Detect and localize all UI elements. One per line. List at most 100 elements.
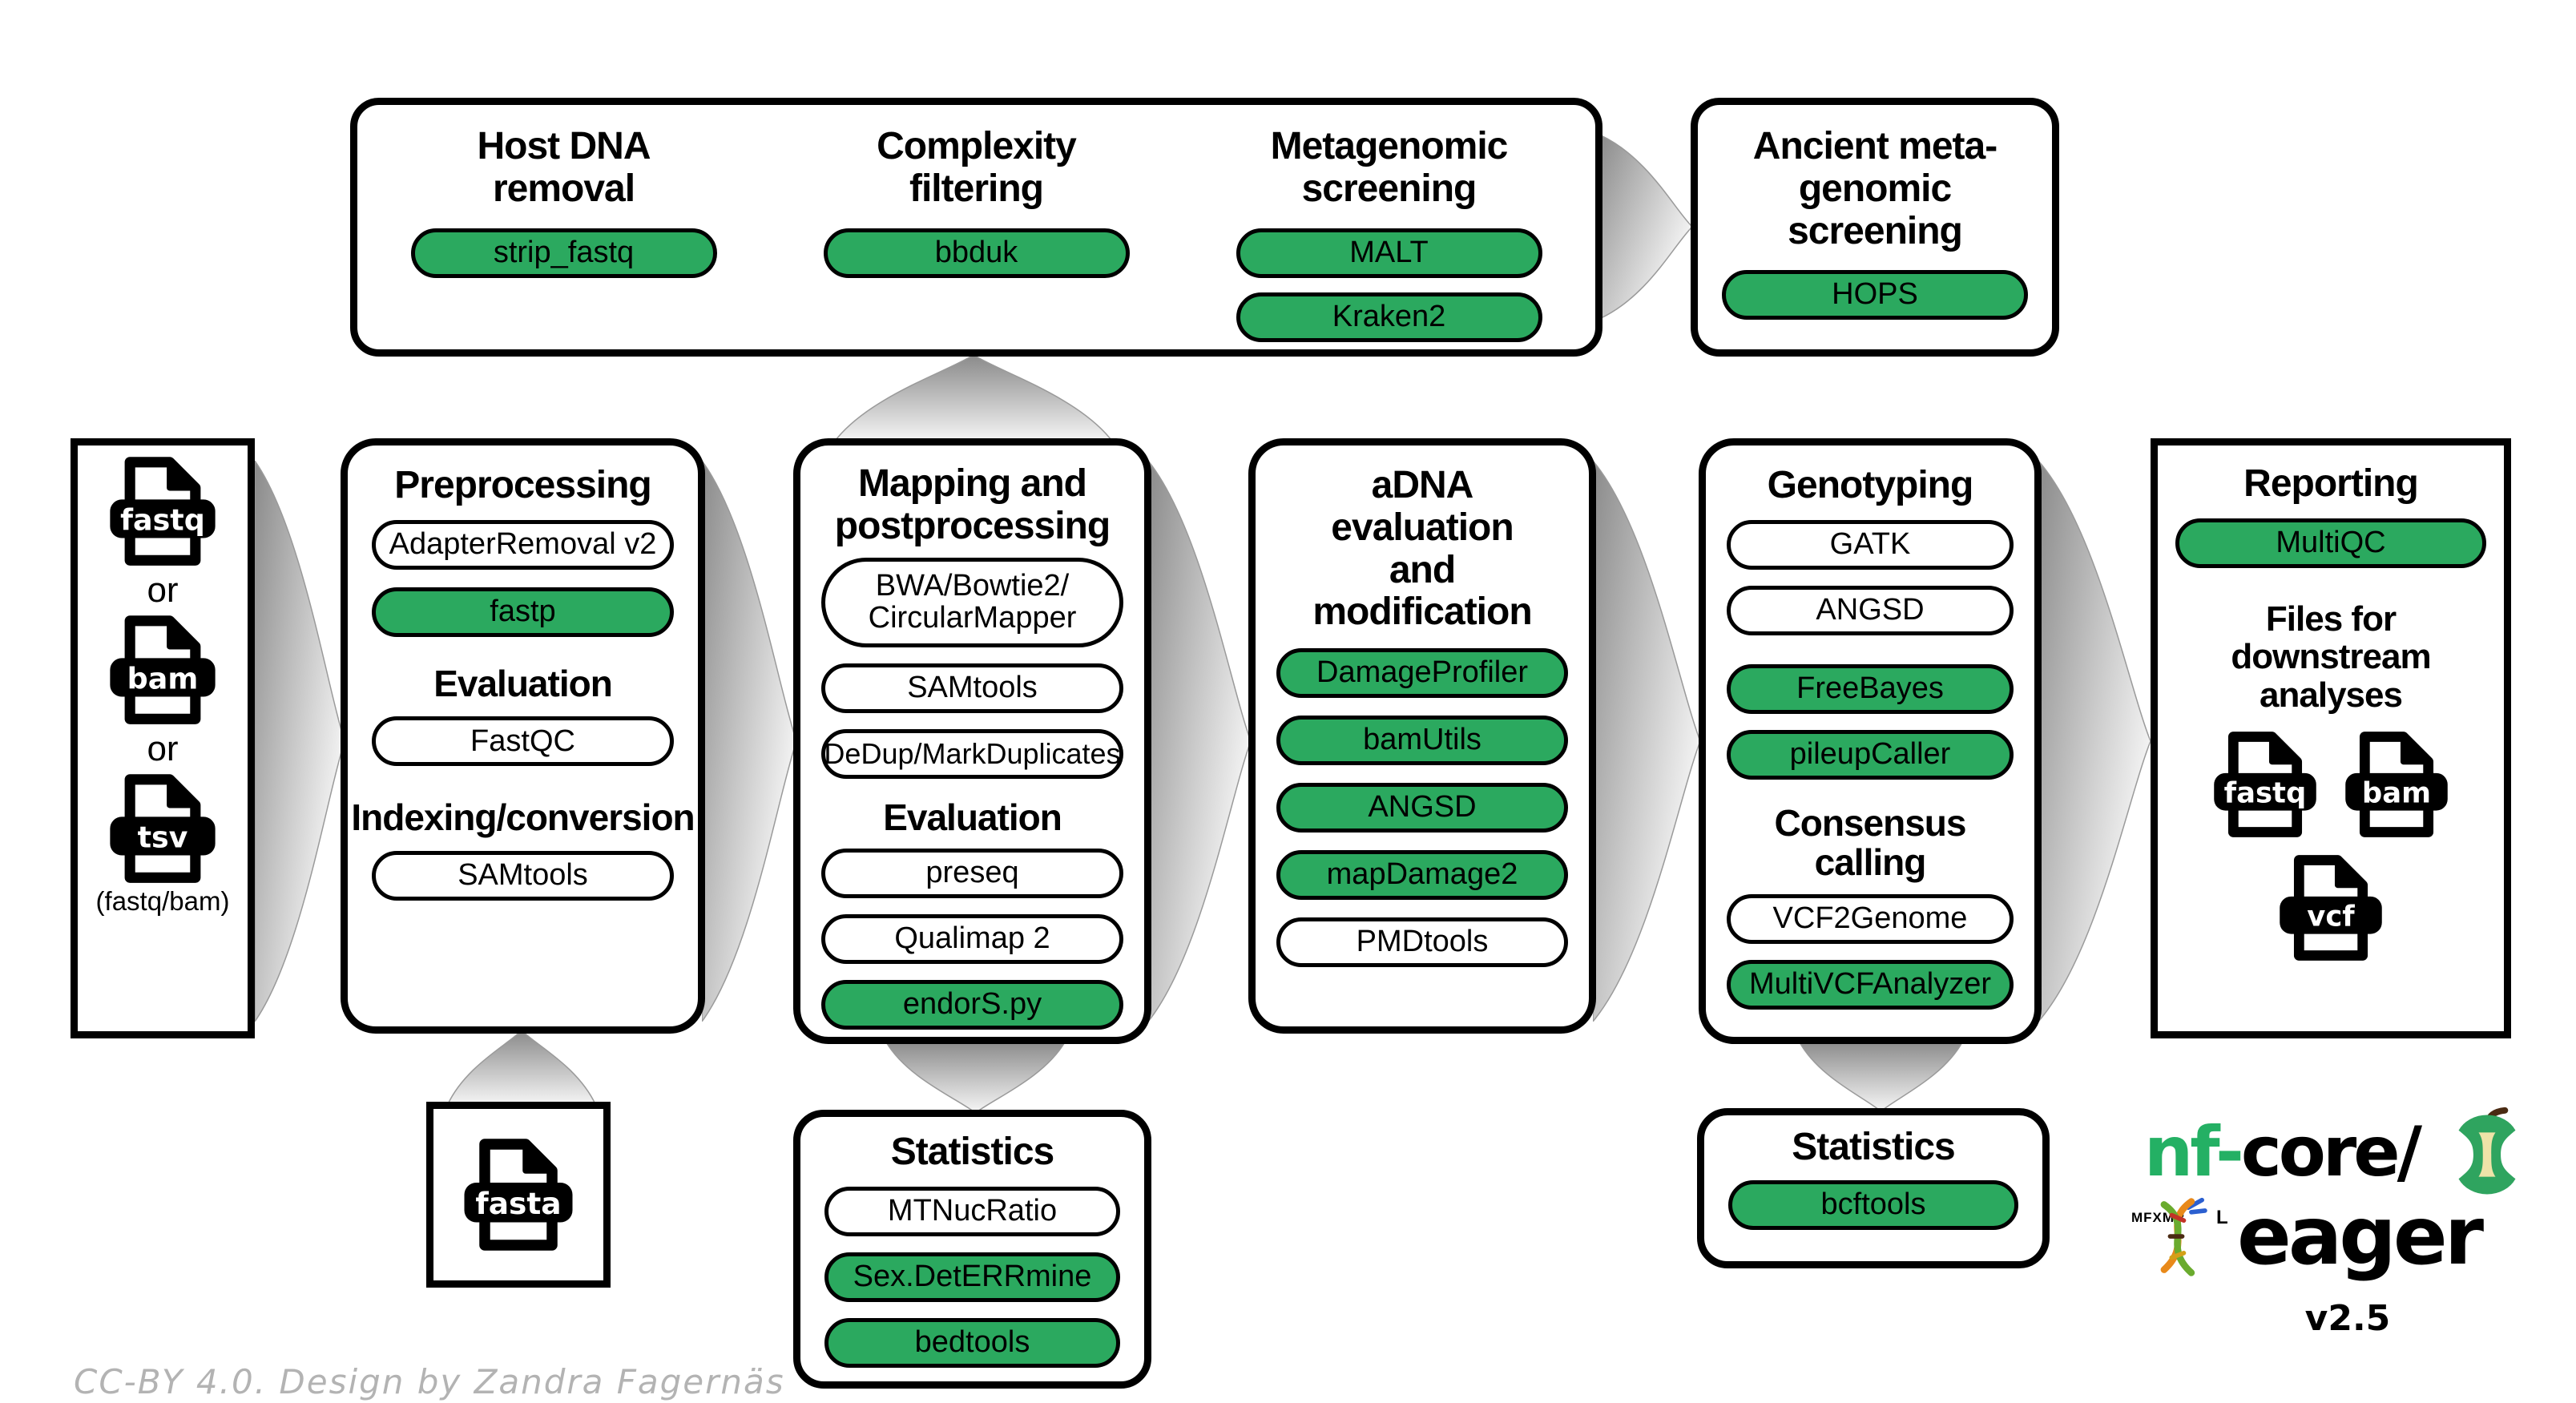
- tool-pill-preseq: preseq: [821, 849, 1123, 899]
- tool-label: ANGSD: [1816, 592, 1925, 627]
- file-icon-label: vcf: [2307, 901, 2355, 933]
- title-line: screening: [1301, 167, 1477, 210]
- flow-arrow-genotyping-to-statistics: [1799, 1041, 1963, 1111]
- tool-label: bedtools: [914, 1324, 1030, 1359]
- tool-label: pileupCaller: [1789, 736, 1951, 771]
- title-line: removal: [492, 167, 635, 210]
- tool-label: mapDamage2: [1326, 857, 1518, 892]
- tool-label: BWA/Bowtie2/: [875, 568, 1070, 603]
- fastq-output-file-icon: fastq: [2214, 732, 2316, 838]
- fasta-file-icon: fasta: [464, 1139, 573, 1251]
- box-title-reporting: Reporting: [2243, 462, 2419, 505]
- title-line: Host DNA: [477, 125, 651, 167]
- tool-label: AdapterRemoval v2: [389, 526, 657, 561]
- tool-label: preseq: [925, 856, 1019, 890]
- tool-pill-angsd-adna: ANGSD: [1276, 783, 1568, 833]
- vcf-output-file-icon: vcf: [2280, 855, 2382, 962]
- tool-pill-gatk: GATK: [1727, 519, 2014, 570]
- or-separator: or: [147, 729, 179, 768]
- logo-nf-text: nf-: [2144, 1112, 2244, 1192]
- file-icon-label: fasta: [475, 1186, 561, 1221]
- tool-label: bcftools: [1820, 1187, 1926, 1221]
- tool-pill-malt: MALT: [1236, 228, 1542, 278]
- tool-label: MultiQC: [2276, 525, 2386, 559]
- file-icon-label: fastq: [120, 502, 205, 537]
- tool-label: MultiVCFAnalyzer: [1749, 967, 1991, 1002]
- nf-core-eager-logo: nf-core/ MFXMR L eager v2.5: [2131, 1107, 2532, 1377]
- tool-pill-sexdeterrmine: Sex.DetERRmine: [824, 1252, 1120, 1302]
- statistics-mapping-box: Statistics MTNucRatio Sex.DetERRmine bed…: [793, 1110, 1151, 1389]
- flow-arrow-mapping-to-adna: [1148, 461, 1251, 1022]
- metagenomics-pipeline-box: Host DNA removal strip_fastq Complexity …: [350, 98, 1602, 357]
- file-icon-label: fastq: [2224, 777, 2307, 810]
- apple-core-icon: [2458, 1107, 2516, 1195]
- tool-pill-hops: HOPS: [1722, 270, 2028, 321]
- tool-pill-bamutils: bamUtils: [1276, 716, 1568, 766]
- section-title: Metagenomic screening: [1271, 125, 1509, 211]
- tool-label: MALT: [1349, 235, 1429, 269]
- flow-arrow-adna-to-genotyping: [1593, 461, 1700, 1022]
- tool-pill-freebayes: FreeBayes: [1727, 663, 2014, 714]
- tool-pill-samtools-mapping: SAMtools: [821, 663, 1123, 713]
- tool-label: FastQC: [470, 724, 575, 758]
- box-title-mapping: Mapping and postprocessing: [835, 462, 1111, 548]
- input-files-box: fastq or bam or tsv (fastq/bam): [71, 438, 255, 1038]
- tool-label: Qualimap 2: [894, 921, 1050, 956]
- heading-files-downstream: Files for downstream analyses: [2175, 600, 2486, 715]
- genotyping-box: Genotyping GATK ANGSD FreeBayes pileupCa…: [1699, 438, 2042, 1044]
- ancient-metagenomic-screening-box: Ancient meta- genomic screening HOPS: [1691, 98, 2059, 357]
- tool-pill-pileupcaller: pileupCaller: [1727, 729, 2014, 780]
- section-host-dna-removal: Host DNA removal strip_fastq: [357, 125, 770, 349]
- license-credit-text: CC-BY 4.0. Design by Zandra Fagernäs: [74, 1362, 785, 1401]
- flow-arrow-mapping-to-topbox: [833, 355, 1114, 443]
- title-line: Ancient meta-: [1752, 125, 1998, 167]
- tool-label: Kraken2: [1332, 299, 1446, 333]
- tool-pill-pmdtools: PMDtools: [1276, 917, 1568, 968]
- tool-label: bbduk: [934, 235, 1018, 269]
- flow-arrow-mapping-to-statistics: [885, 1041, 1066, 1113]
- logo-rune-l-text: L: [2216, 1207, 2228, 1228]
- tool-label: ANGSD: [1368, 790, 1477, 824]
- heading-indexing-conversion: Indexing/conversion: [351, 796, 695, 839]
- tool-pill-mtnucratio: MTNucRatio: [824, 1186, 1120, 1236]
- tool-pill-fastqc: FastQC: [372, 716, 674, 767]
- file-icon-label: bam: [2362, 777, 2431, 810]
- tool-label: FreeBayes: [1796, 671, 1944, 705]
- section-title: Complexity filtering: [877, 125, 1077, 211]
- tool-label: SAMtools: [458, 858, 588, 893]
- tool-pill-bbduk: bbduk: [823, 228, 1130, 278]
- tool-pill-vcf2genome: VCF2Genome: [1727, 894, 2014, 945]
- tool-pill-mapdamage2: mapDamage2: [1276, 850, 1568, 901]
- tool-label: HOPS: [1832, 277, 1918, 312]
- box-title-statistics-mapping: Statistics: [890, 1131, 1054, 1173]
- preprocessing-box: Preprocessing AdapterRemoval v2 fastp Ev…: [341, 438, 705, 1034]
- heading-consensus-calling: Consensus calling: [1774, 801, 1967, 884]
- tool-pill-bwa-bowtie2-circularmapper: BWA/Bowtie2/ CircularMapper: [821, 557, 1123, 647]
- title-line: Mapping and: [858, 462, 1087, 505]
- tool-pill-multivcfanalyzer: MultiVCFAnalyzer: [1727, 960, 2014, 1010]
- tool-pill-kraken2: Kraken2: [1236, 292, 1542, 342]
- flow-arrow-input-to-preprocessing: [255, 461, 345, 1022]
- tool-label: DeDup/MarkDuplicates: [824, 736, 1121, 770]
- title-line: genomic screening: [1788, 167, 1963, 252]
- logo-core-text: core/: [2240, 1112, 2422, 1192]
- mapping-box: Mapping and postprocessing BWA/Bowtie2/ …: [793, 438, 1151, 1044]
- tool-label: VCF2Genome: [1772, 901, 1968, 936]
- tool-label: PMDtools: [1356, 925, 1489, 959]
- section-metagenomic-screening: Metagenomic screening MALT Kraken2: [1183, 125, 1595, 349]
- box-title-adna: aDNA evaluation and modification: [1276, 464, 1568, 634]
- dna-helix-icon: [2160, 1197, 2207, 1276]
- fastq-file-icon: fastq: [110, 457, 216, 566]
- flow-arrow-fasta-to-preprocessing: [447, 1030, 596, 1106]
- heading-evaluation: Evaluation: [433, 662, 613, 704]
- box-title-preprocessing: Preprocessing: [394, 464, 651, 506]
- tool-pill-dedup-markduplicates: DeDup/MarkDuplicates: [821, 728, 1123, 779]
- tool-pill-adapterremoval: AdapterRemoval v2: [372, 519, 674, 570]
- tool-label: strip_fastq: [493, 235, 635, 269]
- logo-wordmark-line1: nf-core/: [2144, 1112, 2422, 1192]
- heading-evaluation-mapping: Evaluation: [883, 796, 1062, 838]
- title-line: aDNA evaluation: [1331, 464, 1514, 549]
- tool-label: Sex.DetERRmine: [853, 1259, 1092, 1293]
- title-line: filtering: [909, 167, 1044, 210]
- tool-pill-multiqc: MultiQC: [2175, 518, 2486, 568]
